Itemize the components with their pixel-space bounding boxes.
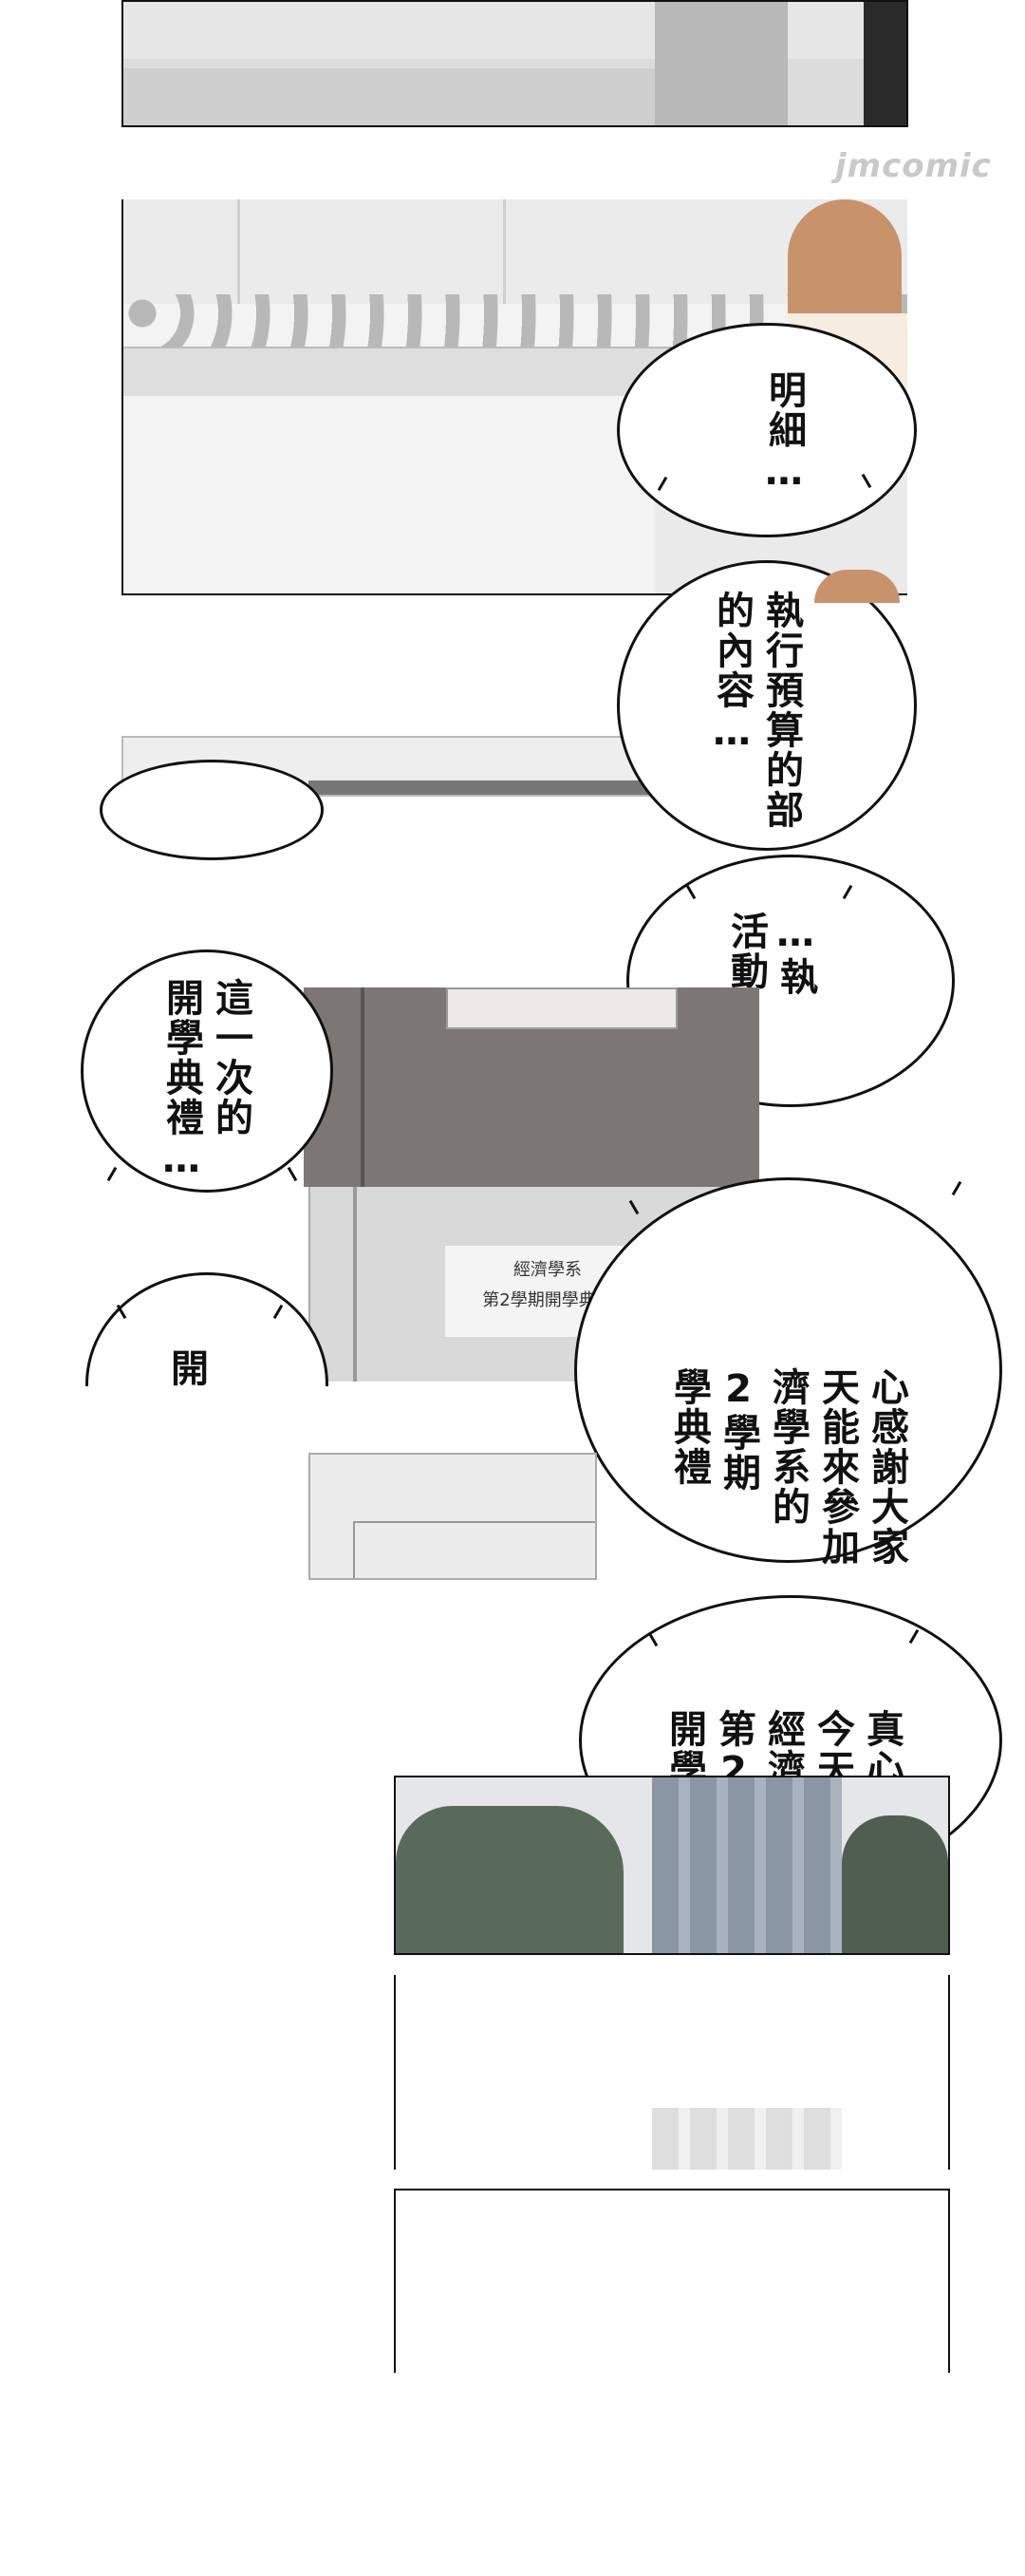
panel-blank — [394, 2189, 950, 2373]
speech-text-1: 明細… — [762, 370, 806, 496]
speech-text-3: …執 活動 — [724, 912, 817, 997]
bubble-tick — [287, 1166, 298, 1182]
speech-bubble-1 — [617, 323, 917, 537]
panel-door — [304, 987, 759, 1187]
door-frame — [353, 1187, 357, 1382]
panel-podium-top — [121, 0, 908, 127]
window-wall — [123, 199, 907, 304]
speech-bubble-2 — [617, 560, 917, 851]
speech-bubble-4 — [81, 950, 333, 1193]
bubble-cover — [76, 1386, 332, 1510]
peek-hair — [814, 570, 900, 603]
speech-bubble-fragment — [100, 760, 324, 860]
floor — [123, 68, 655, 125]
trees — [396, 1806, 624, 1953]
frame — [353, 1521, 595, 1578]
sign-line-1: 經濟學系 — [513, 1260, 582, 1280]
door-frame — [361, 987, 364, 1187]
building — [652, 1777, 842, 1953]
watermark: jmcomic — [835, 147, 992, 185]
podium — [655, 2, 788, 125]
tree-right — [842, 1815, 948, 1953]
window-frame — [237, 199, 240, 304]
panel-building-faded — [394, 1975, 950, 2170]
speech-text-6: 心感謝大家 天能來參加 濟學系的 2學期 學典禮 — [667, 1367, 908, 1567]
speech-text-4: 這一次的 開學典禮… — [159, 978, 252, 1183]
building-faded — [652, 2108, 842, 2170]
window-frame — [503, 199, 506, 304]
speech-text-2: 執行預算的部 的內容… — [710, 591, 803, 830]
speaker-figure — [864, 2, 906, 125]
wall — [123, 2, 906, 59]
bubble-tick — [951, 1180, 962, 1196]
notice-paper — [446, 987, 678, 1029]
panel-building — [394, 1776, 950, 1955]
bubble-tick — [106, 1166, 118, 1182]
panel-wall — [308, 1453, 597, 1580]
speech-bubble-6 — [574, 1177, 1002, 1563]
sign-line-2: 第2學期開學典禮 — [482, 1290, 613, 1310]
